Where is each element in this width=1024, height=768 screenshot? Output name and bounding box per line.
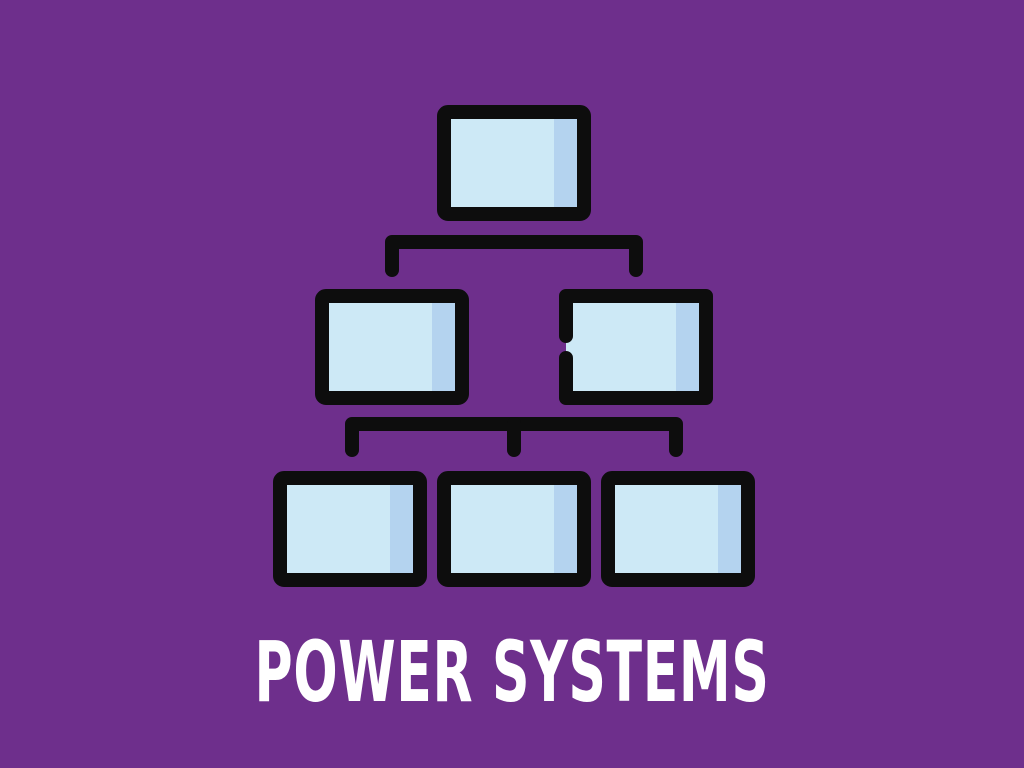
connector-bottom: [345, 417, 683, 457]
node-box-bottom-right: [601, 471, 755, 587]
node-box-middle-right: [559, 289, 713, 405]
node-box-top: [437, 105, 591, 221]
node-box-bottom-left: [273, 471, 427, 587]
node-box-bottom-center: [437, 471, 591, 587]
hierarchy-icon: [273, 105, 755, 587]
page-title: POWER SYSTEMS: [254, 623, 770, 721]
connector-top: [385, 235, 643, 277]
node-box-middle-left: [315, 289, 469, 405]
